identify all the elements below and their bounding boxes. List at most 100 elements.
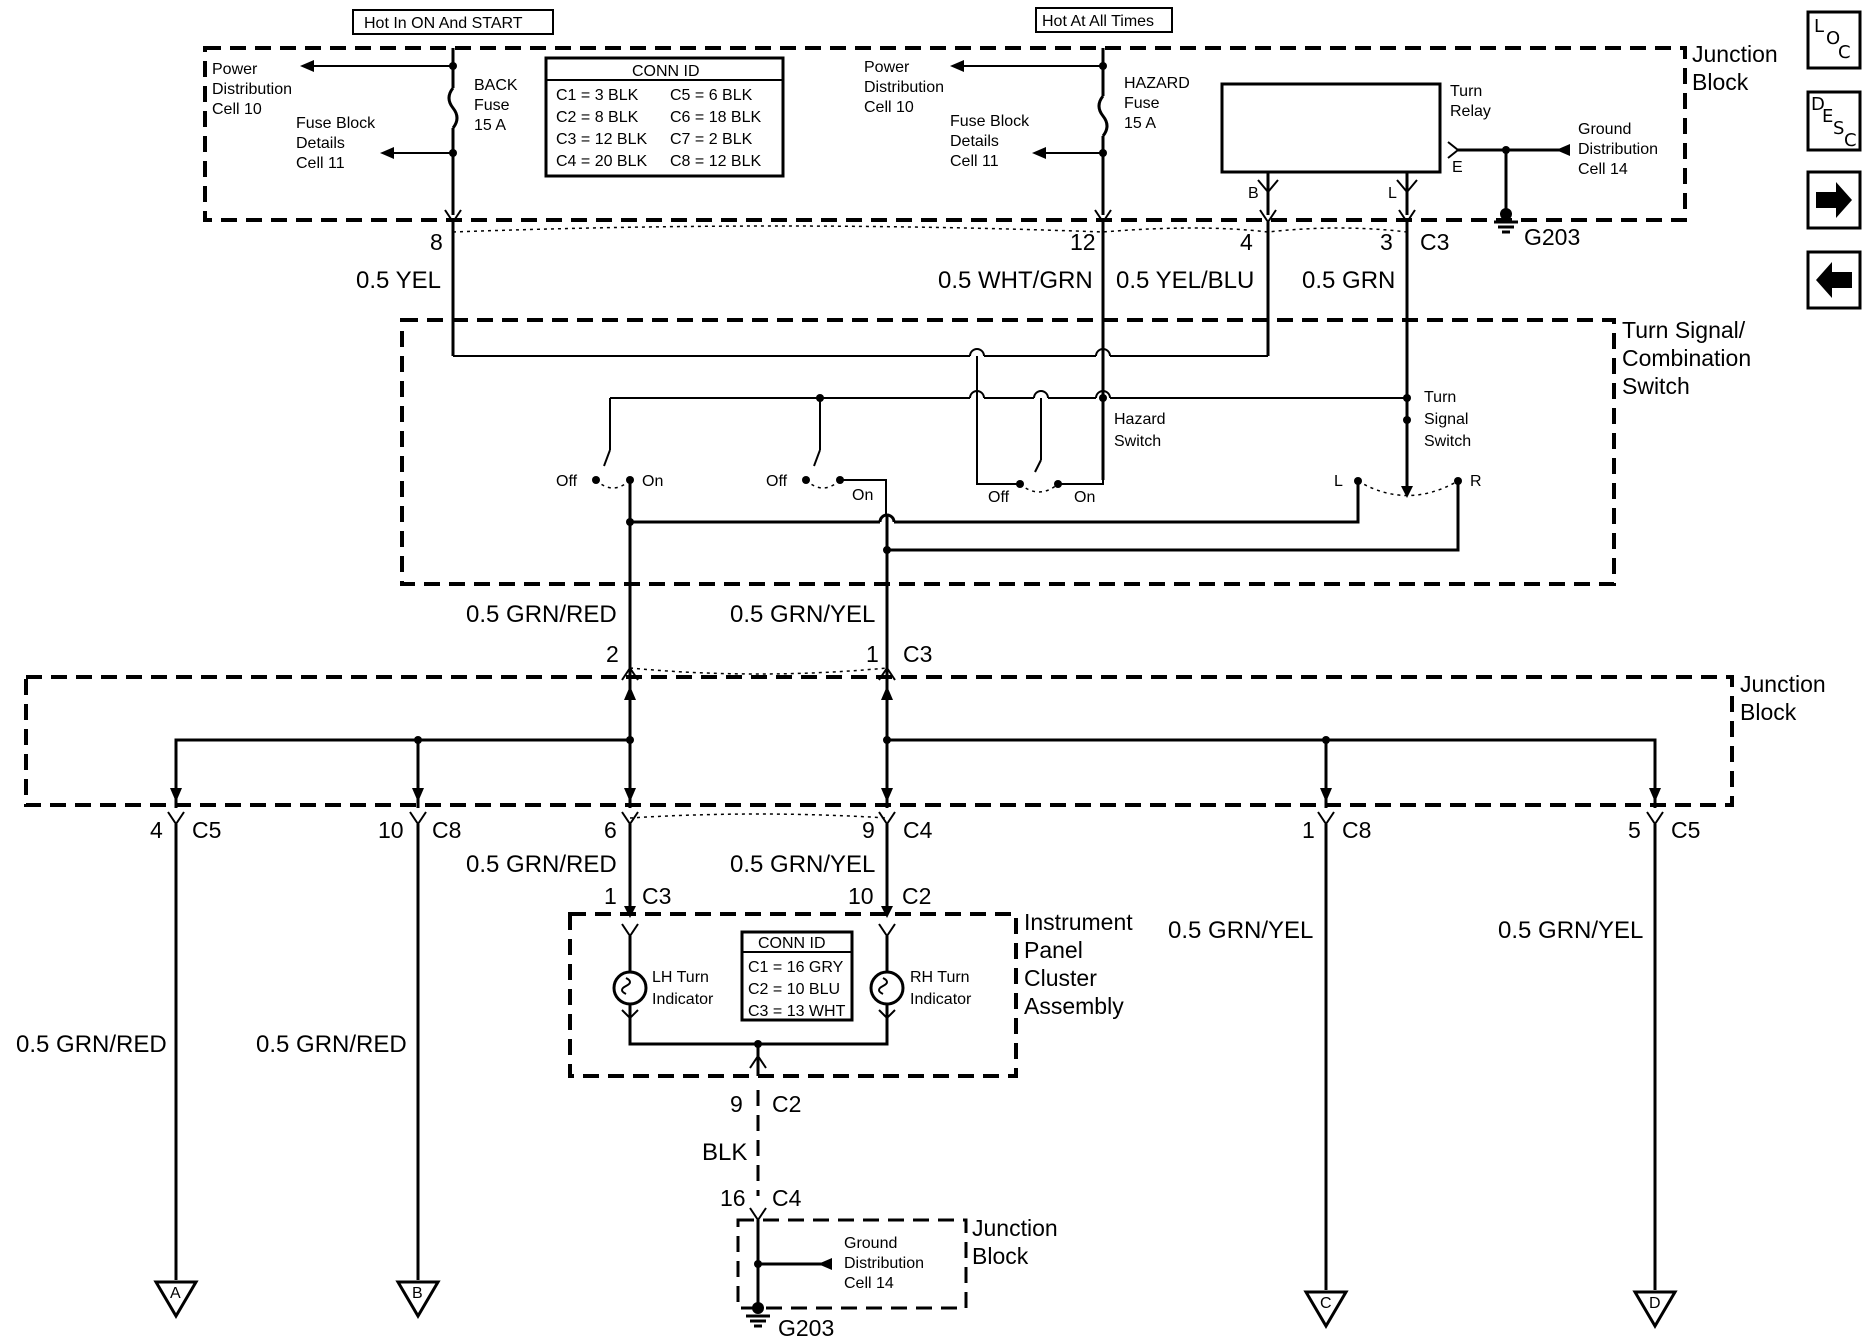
desc-c: C: [1844, 130, 1857, 151]
wire-d-grn-yel: 0.5 GRN/YEL: [1498, 917, 1643, 944]
pin-10-c8: 10: [378, 817, 404, 843]
conn-id-c1: C1 = 3 BLK: [556, 87, 639, 104]
arrow-down-icon: [1401, 486, 1413, 498]
rh-turn-indicator-bulb-icon: [869, 970, 905, 1006]
terminal-b[interactable]: B: [395, 1280, 441, 1319]
cluster-title-1: Instrument: [1024, 909, 1133, 935]
lh-turn-label-2: Indicator: [652, 991, 714, 1008]
left-fuse-details-3: Cell 11: [296, 155, 345, 172]
terminal-c[interactable]: C: [1303, 1290, 1349, 1329]
hazard-fuse-label-1: HAZARD: [1124, 75, 1190, 92]
turn-switch-title-2: Combination: [1622, 345, 1751, 371]
terminal-d[interactable]: D: [1632, 1290, 1678, 1329]
conn-c8-left: C8: [432, 817, 461, 843]
wire-yel-blu: 0.5 YEL/BLU: [1116, 267, 1254, 294]
hazard-fuse-label-2: Fuse: [1124, 95, 1160, 112]
wire-a-grn-red: 0.5 GRN/RED: [16, 1031, 167, 1058]
turn-relay-label-2: Relay: [1450, 103, 1491, 120]
cluster-pin-1: 1: [604, 883, 617, 909]
turn-switch-l: L: [1334, 473, 1343, 490]
switch-mid-on: On: [852, 487, 873, 504]
conn-id-c8: C8 = 12 BLK: [670, 153, 762, 170]
desc-button[interactable]: D E S C: [1806, 90, 1862, 152]
c3-mid: C3: [903, 641, 932, 667]
pin-3-top: 3: [1380, 229, 1393, 255]
relay-pin-e: E: [1452, 159, 1463, 176]
hot-in-on-start-label: Hot In ON And START: [364, 15, 523, 32]
wire-center-grn-red: 0.5 GRN/RED: [466, 851, 617, 878]
wire-grn-red-upper: 0.5 GRN/RED: [466, 601, 617, 628]
junction-block-mid-border: [24, 675, 1734, 807]
hazard-switch-on: On: [1074, 489, 1095, 506]
prev-page-button[interactable]: [1806, 250, 1862, 310]
junction-block-top-title-1: Junction: [1692, 41, 1778, 67]
ground-conn-c2: C2: [772, 1091, 801, 1117]
ground-dist-bottom-3: Cell 14: [844, 1275, 894, 1292]
turn-relay-label-1: Turn: [1450, 83, 1482, 100]
arrow-left-icon: [818, 1258, 832, 1270]
hazard-fuse-label-3: 15 A: [1124, 115, 1156, 132]
switch-mid-off: Off: [766, 473, 788, 490]
right-arrow-icon: [1816, 182, 1852, 218]
ground-dist-bottom-1: Ground: [844, 1235, 897, 1252]
wire-blk: BLK: [702, 1139, 747, 1166]
terminal-c-label: C: [1320, 1295, 1332, 1312]
conn-id-title: CONN ID: [632, 63, 700, 80]
terminal-a[interactable]: A: [153, 1280, 199, 1319]
conn-c5-left: C5: [192, 817, 221, 843]
turn-relay-box: [1220, 82, 1442, 174]
turn-switch-r: R: [1470, 473, 1482, 490]
ground-g203-bottom: G203: [778, 1315, 834, 1341]
ground-pin-16: 16: [720, 1185, 746, 1211]
left-fuse-details-1: Fuse Block: [296, 115, 376, 132]
terminal-d-label: D: [1649, 1295, 1661, 1312]
desc-e: E: [1822, 106, 1833, 127]
next-page-button[interactable]: [1806, 170, 1862, 230]
conn-id-c7: C7 = 2 BLK: [670, 131, 753, 148]
loc-button[interactable]: L O C: [1806, 10, 1862, 70]
rh-turn-label-1: RH Turn: [910, 969, 970, 986]
arrow-left-icon: [380, 147, 394, 159]
rh-turn-label-2: Indicator: [910, 991, 972, 1008]
left-fuse-details-2: Details: [296, 135, 345, 152]
ground-dist-bottom-2: Distribution: [844, 1255, 924, 1272]
hot-at-all-times-box: [1035, 7, 1173, 33]
conn-id-c2: C2 = 8 BLK: [556, 109, 639, 126]
switch-left-on: On: [642, 473, 663, 490]
pin-4-top: 4: [1240, 229, 1253, 255]
c3-top: C3: [1420, 229, 1449, 255]
junction-block-bottom-border: [736, 1218, 968, 1310]
turn-signal-switch-label-2: Signal: [1424, 411, 1468, 428]
ground-icon: [746, 1302, 770, 1328]
pin-4-c5: 4: [150, 817, 163, 843]
pin-2-mid: 2: [606, 641, 619, 667]
switch-left-off: Off: [556, 473, 578, 490]
jb-bottom-title-1: Junction: [972, 1215, 1058, 1241]
relay-pin-l: L: [1388, 185, 1397, 202]
hazard-switch-label-1: Hazard: [1114, 411, 1166, 428]
conn-id-table-cluster: CONN ID C1 = 16 GRY C2 = 10 BLU C3 = 13 …: [740, 930, 854, 1022]
right-fuse-details-1: Fuse Block: [950, 113, 1030, 130]
conn-c5-right: C5: [1671, 817, 1700, 843]
wire-wht-grn: 0.5 WHT/GRN: [938, 267, 1093, 294]
conn-id-table-top: CONN ID C1 = 3 BLK C5 = 6 BLK C2 = 8 BLK…: [544, 56, 785, 178]
ground-dist-top-2: Distribution: [1578, 141, 1658, 158]
cluster-conn-c3: C3: [642, 883, 671, 909]
desc-d: D: [1811, 94, 1825, 115]
conn-c8-right: C8: [1342, 817, 1371, 843]
loc-c: C: [1838, 42, 1851, 63]
wire-grn-top: 0.5 GRN: [1302, 267, 1395, 294]
pin-12-top: 12: [1070, 229, 1096, 255]
terminal-b-label: B: [412, 1285, 423, 1302]
turn-signal-switch-label-3: Switch: [1424, 433, 1471, 450]
ground-dist-top-1: Ground: [1578, 121, 1631, 138]
cluster-conn-c3-id: C3 = 13 WHT: [748, 1003, 846, 1020]
turn-signal-switch-border: [400, 318, 1616, 586]
arrow-left-icon: [1556, 144, 1570, 156]
back-fuse-label-3: 15 A: [474, 117, 506, 134]
lh-turn-label-1: LH Turn: [652, 969, 709, 986]
right-fuse-details-2: Details: [950, 133, 999, 150]
wire-yel: 0.5 YEL: [356, 267, 441, 294]
back-fuse-label-1: BACK: [474, 77, 518, 94]
